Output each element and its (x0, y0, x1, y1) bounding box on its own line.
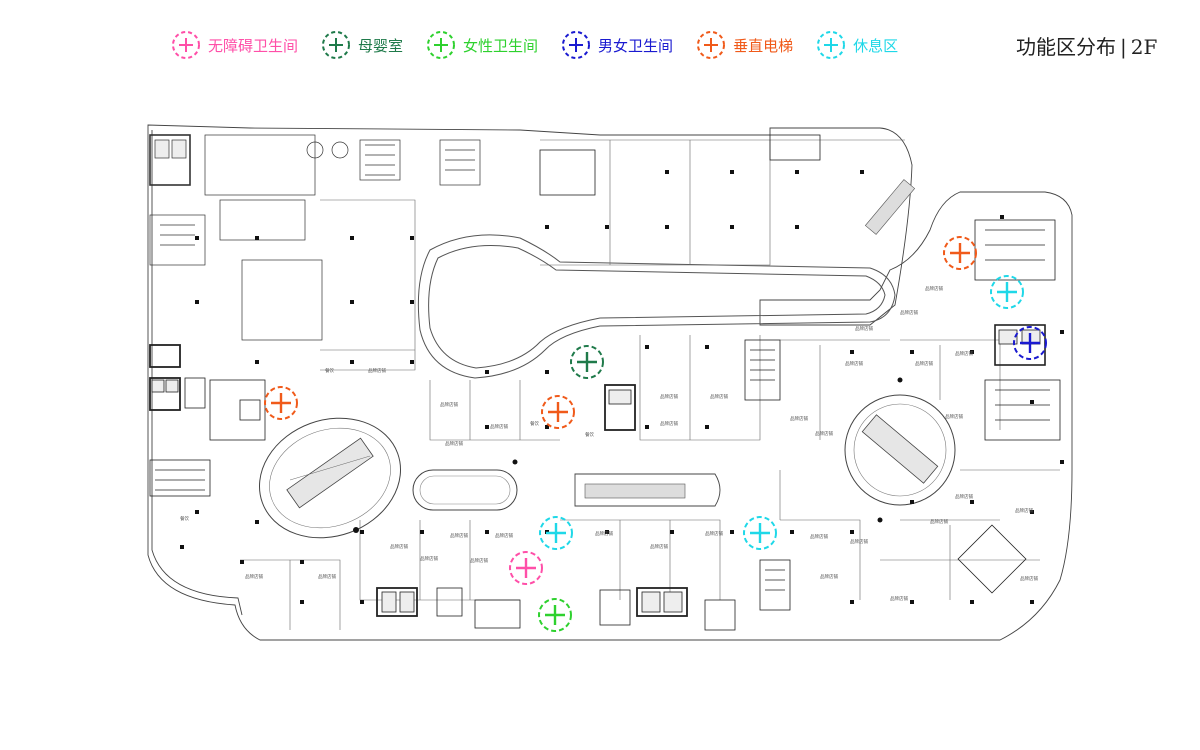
shop-label: 品牌店铺 (368, 367, 386, 374)
restroom-marker-icon (562, 31, 591, 59)
legend-label: 垂直电梯 (733, 36, 794, 55)
legend-item-female-restroom[interactable]: 女性卫生间 (425, 29, 538, 61)
shop-label: 品牌店铺 (815, 430, 833, 437)
center-void (412, 469, 721, 511)
service-core-top-left (149, 134, 481, 341)
rest-area-marker-icon (817, 31, 846, 59)
page-title: 功能区分布|2F (1016, 31, 1157, 60)
shop-label: 品牌店铺 (955, 493, 973, 500)
service-core-center (539, 134, 821, 431)
left-escalator-void (258, 417, 402, 539)
elevator-marker-icon (697, 31, 726, 59)
shop-label: 品牌店铺 (490, 423, 508, 430)
shop-label: 品牌店铺 (595, 530, 613, 537)
mother-baby-room-marker[interactable] (570, 345, 604, 379)
shop-label: 品牌店铺 (420, 555, 438, 562)
rest-area-marker[interactable] (990, 275, 1024, 309)
legend-item-accessible-restroom[interactable]: 无障碍卫生间 (170, 29, 298, 61)
legend-label: 休息区 (853, 36, 899, 55)
shop-label: 品牌店铺 (650, 543, 668, 550)
legend-label: 无障碍卫生间 (208, 36, 299, 55)
shop-label: 品牌店铺 (810, 533, 828, 540)
right-escalator-void (844, 394, 956, 506)
mother-baby-room-marker-icon (322, 31, 351, 59)
shop-label: 品牌店铺 (495, 532, 513, 539)
upper-right-escalator (864, 179, 916, 235)
building-outline (147, 124, 1073, 641)
shop-label: 品牌店铺 (955, 350, 973, 357)
legend-item-elevator[interactable]: 垂直电梯 (695, 29, 793, 61)
shop-partitions (240, 139, 1060, 630)
service-core-bottom (376, 559, 791, 631)
shop-label: 品牌店铺 (915, 360, 933, 367)
shop-label: 品牌店铺 (845, 360, 863, 367)
elevator-marker[interactable] (541, 395, 575, 429)
shop-label: 品牌店铺 (945, 413, 963, 420)
legend: 无障碍卫生间 母婴室 女性卫生间 男女卫生间 垂直电梯 (170, 28, 920, 62)
elevator-marker[interactable] (264, 386, 298, 420)
shop-label: 品牌店铺 (318, 573, 336, 580)
shop-label: 品牌店铺 (705, 530, 723, 537)
service-core-left (149, 344, 266, 497)
shop-label: 品牌店铺 (450, 532, 468, 539)
shop-label: 品牌店铺 (710, 393, 728, 400)
shop-label: 品牌店铺 (440, 401, 458, 408)
shop-label: 品牌店铺 (245, 573, 263, 580)
legend-label: 男女卫生间 (598, 36, 674, 55)
shop-label: 品牌店铺 (925, 285, 943, 292)
shop-label: 品牌店铺 (660, 420, 678, 427)
legend-item-restroom[interactable]: 男女卫生间 (560, 29, 673, 61)
shop-label: 品牌店铺 (855, 325, 873, 332)
shop-label: 品牌店铺 (1020, 575, 1038, 582)
shop-label: 品牌店铺 (820, 573, 838, 580)
shop-label: 品牌店铺 (790, 415, 808, 422)
restaurant-label: 餐饮 (325, 367, 334, 374)
page-title-text: 功能区分布 (1016, 35, 1116, 59)
shop-label: 品牌店铺 (470, 557, 488, 564)
female-restroom-marker-icon (427, 31, 456, 59)
restroom-marker[interactable] (1013, 326, 1047, 360)
restaurant-label: 餐饮 (180, 515, 189, 522)
title-divider: | (1120, 35, 1127, 59)
elevator-marker[interactable] (943, 236, 977, 270)
rest-area-marker[interactable] (539, 516, 573, 550)
rest-area-marker[interactable] (743, 516, 777, 550)
floor-label: 2F (1130, 35, 1158, 59)
legend-label: 女性卫生间 (463, 36, 539, 55)
accessible-restroom-marker[interactable] (509, 551, 543, 585)
accessible-restroom-marker-icon (172, 31, 200, 59)
legend-label: 母婴室 (358, 36, 404, 55)
function-markers[interactable] (264, 236, 1047, 632)
shop-label: 品牌店铺 (1015, 507, 1033, 514)
shop-label: 品牌店铺 (445, 440, 463, 447)
restaurant-label: 餐饮 (585, 431, 594, 438)
restaurant-label: 餐饮 (530, 420, 539, 427)
shop-label: 品牌店铺 (900, 309, 918, 316)
shop-label: 品牌店铺 (850, 538, 868, 545)
shop-label: 品牌店铺 (390, 543, 408, 550)
structural-columns (180, 170, 1064, 604)
legend-item-rest-area[interactable]: 休息区 (815, 29, 898, 61)
female-restroom-marker[interactable] (538, 598, 572, 632)
shop-label: 品牌店铺 (930, 518, 948, 525)
shop-label: 品牌店铺 (890, 595, 908, 602)
shop-labels: 品牌店铺 品牌店铺 品牌店铺 品牌店铺 品牌店铺 品牌店铺 品牌店铺 品牌店铺 … (180, 285, 1038, 602)
shop-label: 品牌店铺 (660, 393, 678, 400)
central-atrium (417, 234, 896, 379)
legend-item-mother-baby-room[interactable]: 母婴室 (320, 29, 403, 61)
